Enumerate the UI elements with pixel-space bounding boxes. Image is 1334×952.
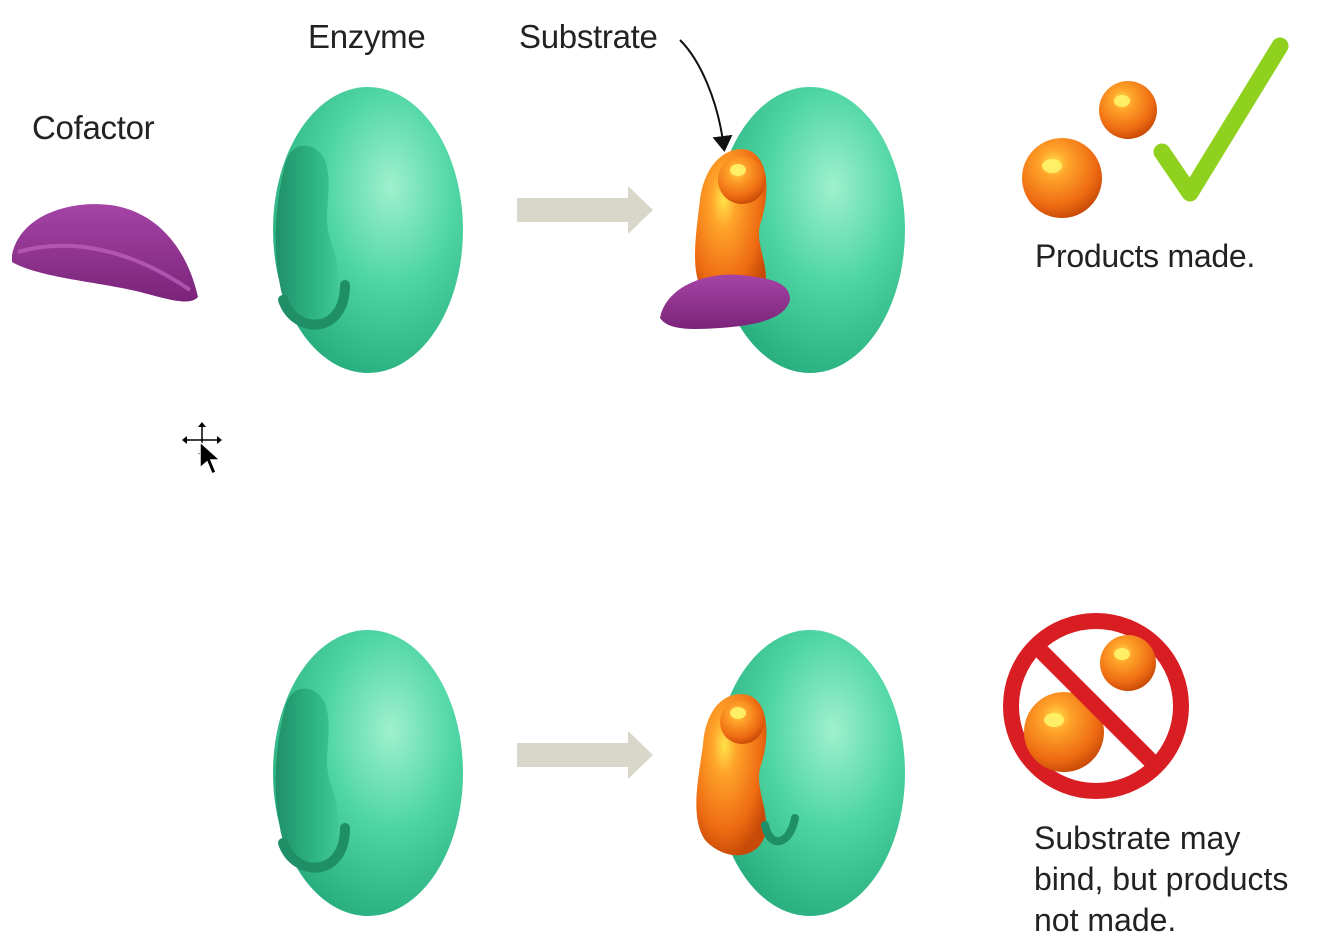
cofactor-shape	[12, 204, 198, 302]
substrate-label: Substrate	[519, 18, 658, 55]
products-made-caption: Products made.	[1035, 238, 1255, 274]
checkmark-icon	[1153, 37, 1289, 202]
no-products-caption-line-2: bind, but products	[1034, 861, 1289, 897]
product-molecules-top	[1022, 81, 1157, 218]
reaction-arrow-top	[517, 186, 653, 234]
prohibited-icon	[1003, 613, 1189, 799]
cofactor-label: Cofactor	[32, 109, 155, 146]
enzyme-shape-top	[273, 87, 463, 373]
no-products-caption: Substrate may bind, but products not mad…	[1034, 818, 1288, 941]
no-products-caption-line-3: not made.	[1034, 902, 1177, 938]
reaction-arrow-bottom	[517, 731, 653, 779]
move-cursor-icon	[182, 422, 222, 476]
no-products-caption-line-1: Substrate may	[1034, 820, 1241, 856]
substrate-pointer-arrow	[679, 39, 733, 152]
enzyme-complex-bottom	[696, 630, 905, 916]
enzyme-label: Enzyme	[308, 18, 426, 55]
enzyme-shape-bottom	[273, 630, 463, 916]
enzyme-complex-top	[660, 87, 905, 373]
